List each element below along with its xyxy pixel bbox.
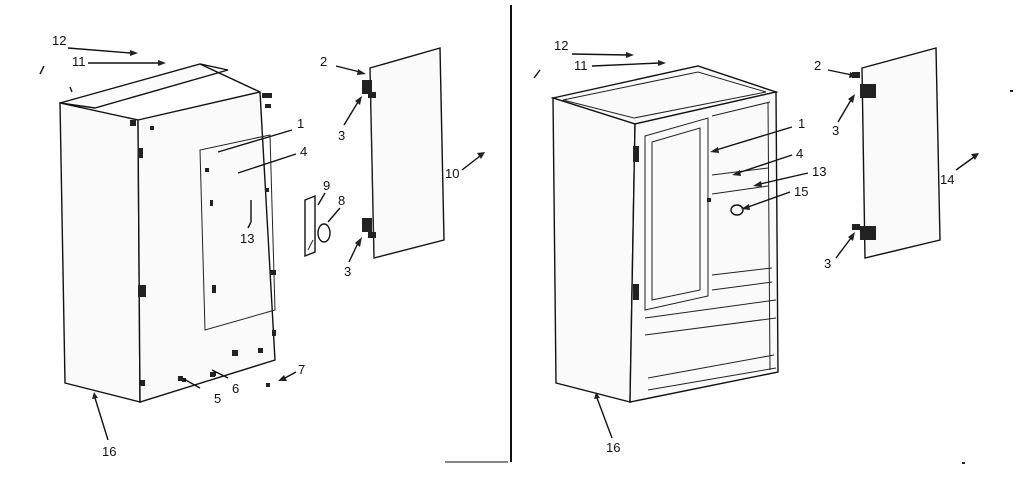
latch-assembly xyxy=(304,194,331,258)
callout-4-right: 4 xyxy=(796,146,803,161)
callout-2-right: 2 xyxy=(814,58,821,73)
shelf-rod-4 xyxy=(237,153,297,174)
callout-3-left-bottom: 3 xyxy=(344,264,351,279)
callout-12-left: 12 xyxy=(52,33,66,48)
callout-6-left: 6 xyxy=(232,381,239,396)
left-callouts: 12 11 2 3 1 4 9 8 13 10 3 5 6 7 16 xyxy=(52,33,459,459)
right-cabinet-body xyxy=(550,65,779,403)
callout-3-right-top: 3 xyxy=(832,123,839,138)
callout-11-left: 11 xyxy=(72,54,86,69)
bracket-mark xyxy=(130,120,136,126)
callout-14-right: 14 xyxy=(940,172,954,187)
callout-10-left: 10 xyxy=(445,166,459,181)
left-cabinet-body xyxy=(59,63,276,403)
callout-11-right: 11 xyxy=(574,58,588,73)
shelf-rod-1 xyxy=(217,129,293,153)
right-callouts: 12 11 1 4 13 15 16 2 3 3 14 xyxy=(554,38,954,455)
screw-part xyxy=(182,378,186,382)
callout-3-left-top: 3 xyxy=(338,128,345,143)
callout-3-right-bottom: 3 xyxy=(824,256,831,271)
callout-16-right: 16 xyxy=(606,440,620,455)
callout-1-right: 1 xyxy=(798,116,805,131)
callout-13-left: 13 xyxy=(240,231,254,246)
callout-4-left: 4 xyxy=(300,144,307,159)
callout-15-right: 15 xyxy=(794,184,808,199)
callout-12-right: 12 xyxy=(554,38,568,53)
callout-16-left: 16 xyxy=(102,444,116,459)
right-leader-lines xyxy=(533,52,979,439)
callout-13-right: 13 xyxy=(812,164,826,179)
left-door-panel xyxy=(362,47,445,259)
callout-9-left: 9 xyxy=(323,178,330,193)
left-leader-lines xyxy=(39,47,485,441)
callout-2-left: 2 xyxy=(320,54,327,69)
callout-8-left: 8 xyxy=(338,193,345,208)
door-knob xyxy=(730,204,744,216)
callout-5-left: 5 xyxy=(214,391,221,406)
right-door-panel xyxy=(852,47,941,259)
callout-1-left: 1 xyxy=(297,116,304,131)
callout-7-left: 7 xyxy=(298,362,305,377)
